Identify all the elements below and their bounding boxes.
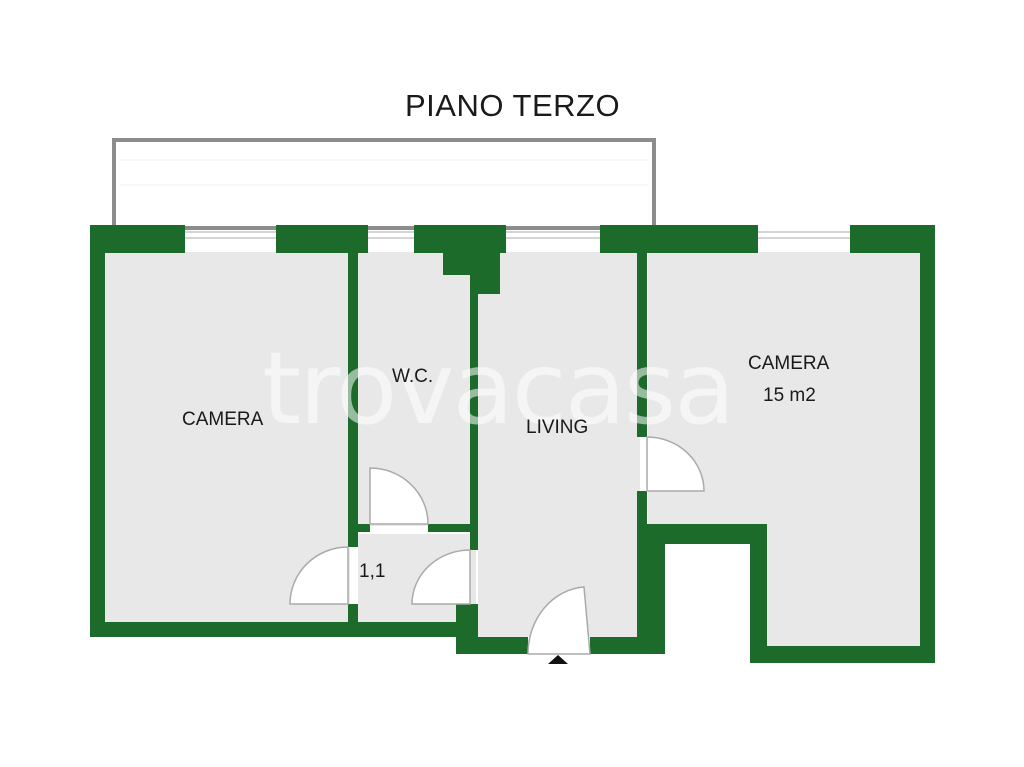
door-left-camera [289, 546, 349, 605]
windows [185, 231, 850, 239]
room-label-corridor: 1,1 [359, 561, 386, 582]
walls [90, 225, 935, 663]
room-label-living: LIVING [526, 417, 589, 438]
page-title: PIANO TERZO [405, 88, 621, 123]
door-right-camera [646, 436, 705, 492]
watermark: trovacasa [262, 330, 735, 447]
doors [289, 436, 705, 655]
door-wc [369, 467, 429, 525]
floor-areas [105, 252, 920, 646]
room-label-wc: W.C. [392, 366, 434, 387]
door-entrance [527, 586, 591, 655]
entrance-arrow-icon [548, 655, 568, 664]
balcony [112, 138, 656, 230]
room-label-camera-left: CAMERA [182, 409, 264, 430]
room-area-camera-right: 15 m2 [763, 385, 816, 406]
door-living [411, 549, 471, 605]
room-label-camera-right: CAMERA [748, 353, 830, 374]
